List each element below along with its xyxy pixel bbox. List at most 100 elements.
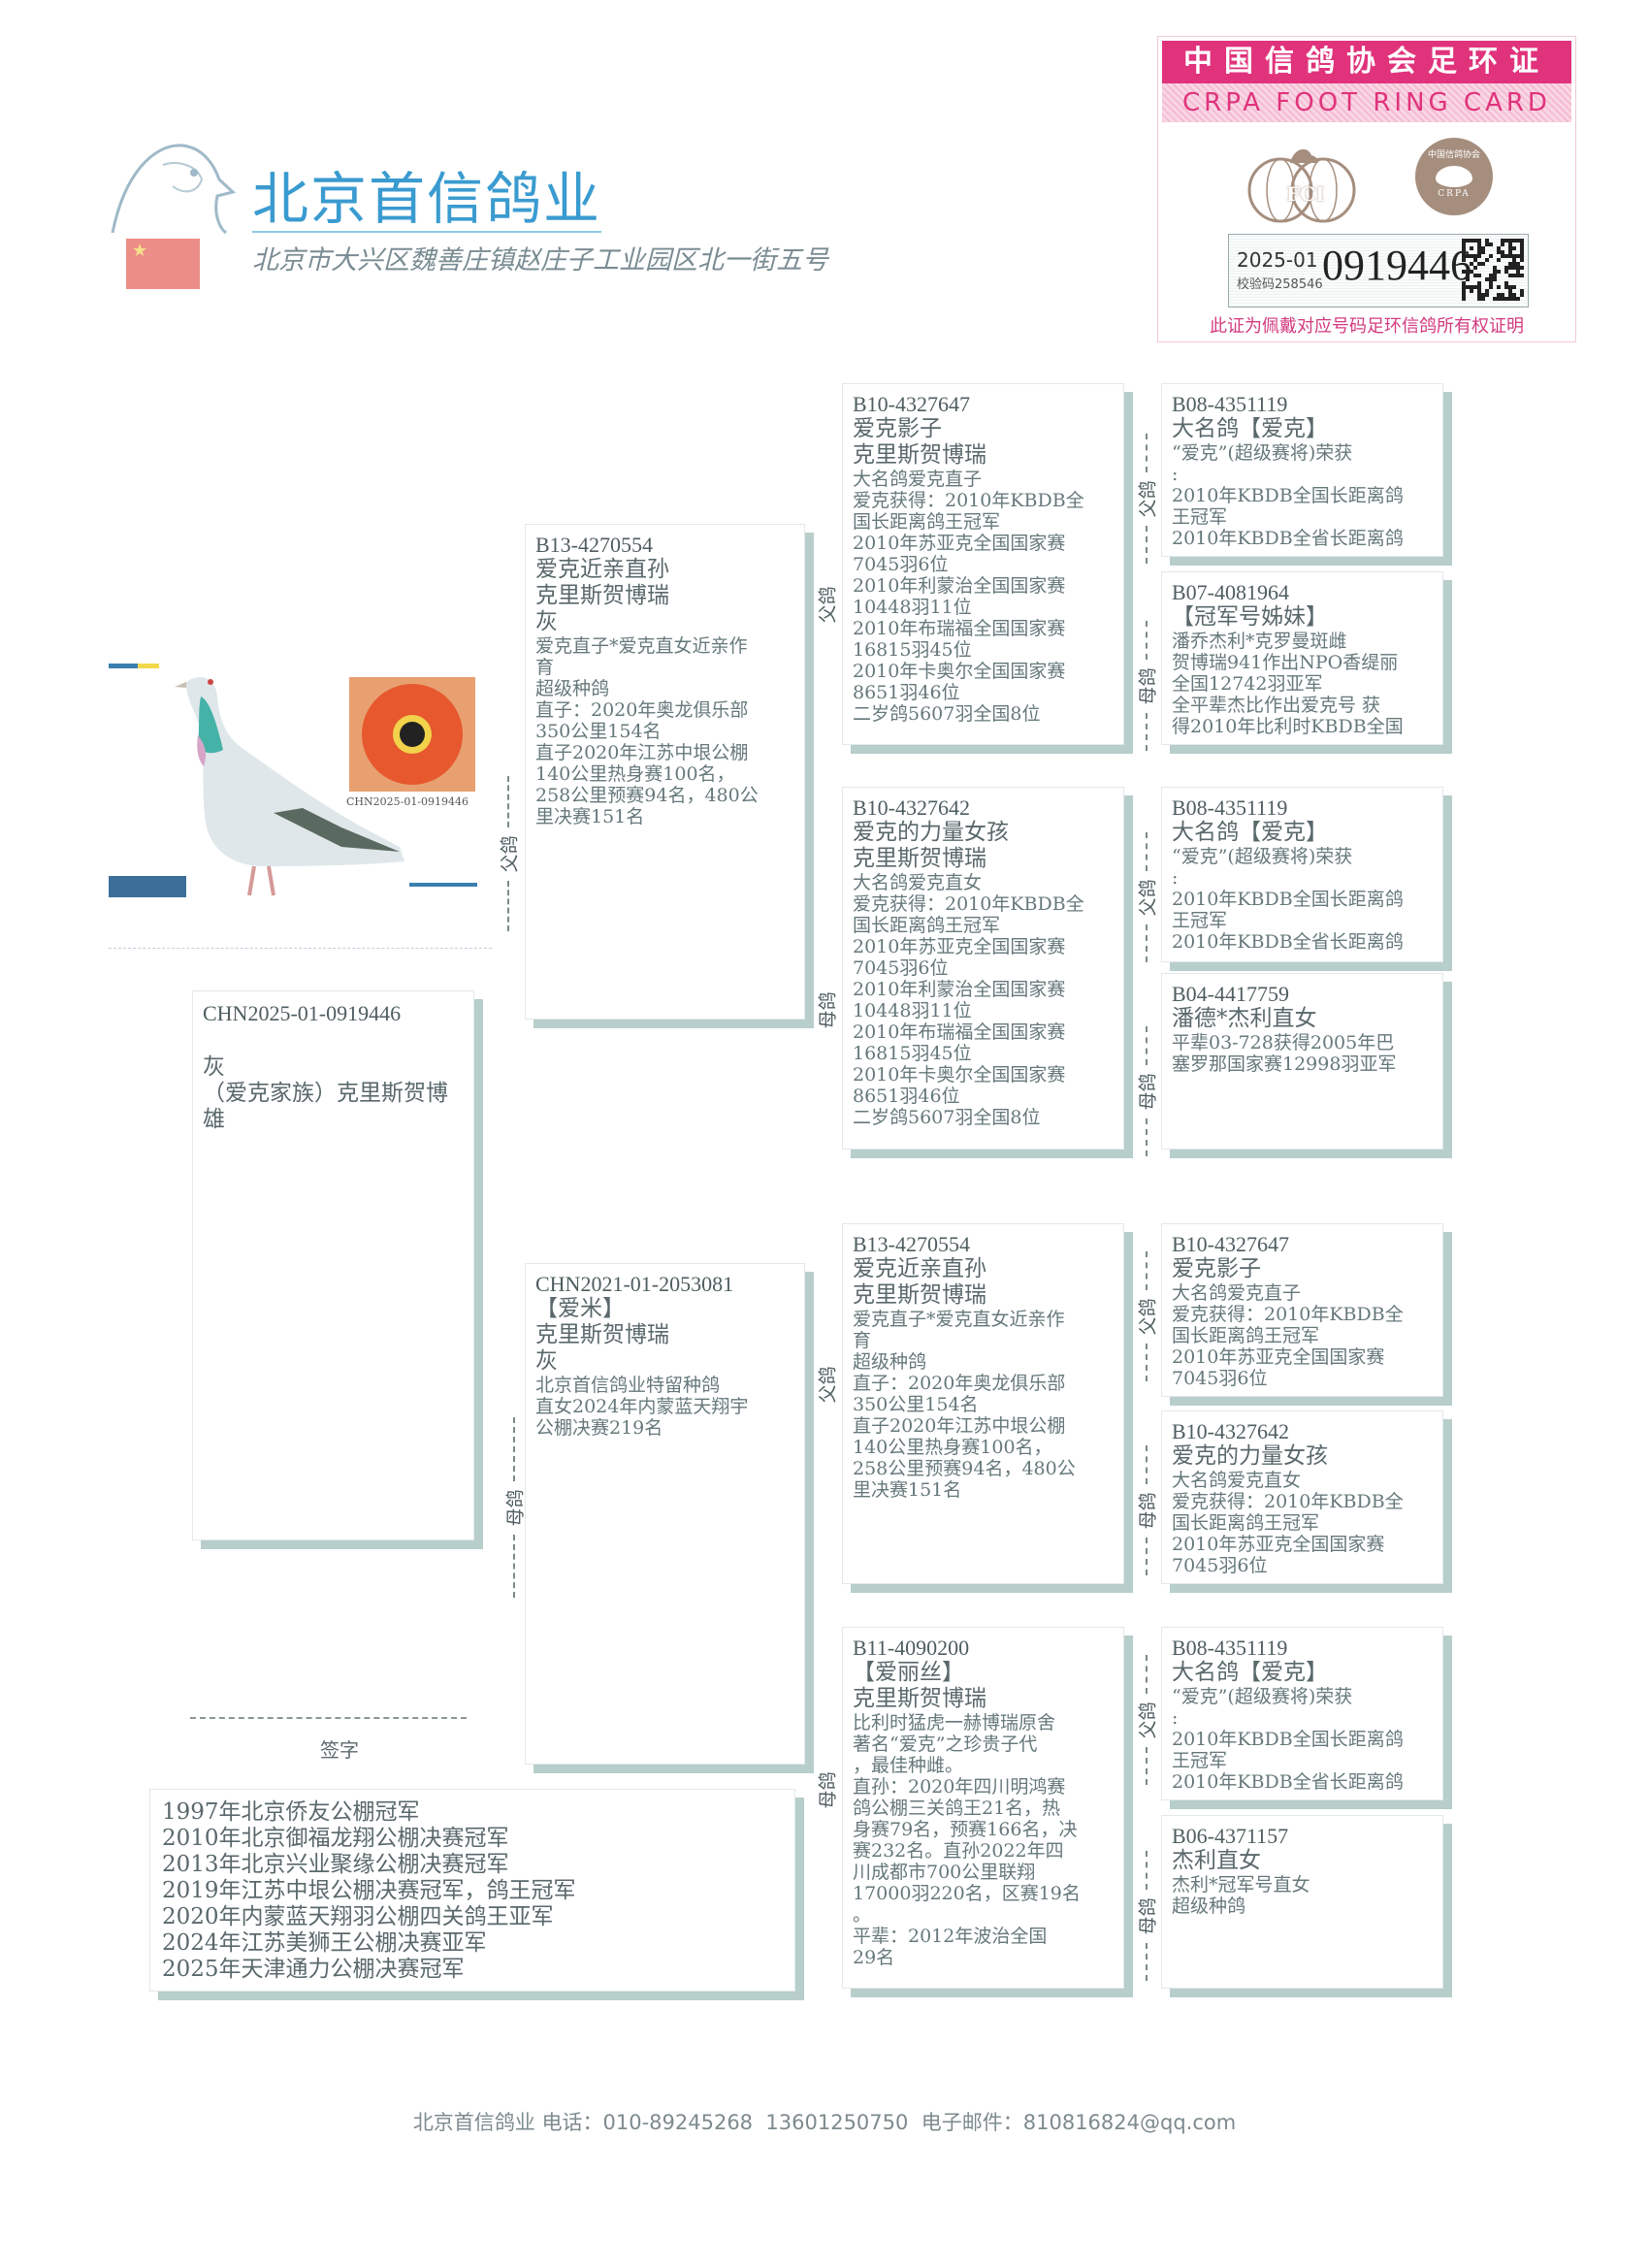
crpa-logo-sub: CRPA: [1438, 189, 1471, 199]
pigeon-detail-line: 直子2020年江苏中垠公棚: [853, 1415, 1066, 1437]
footer-email-label: 电子邮件：: [921, 2111, 1023, 2134]
fci-logo-text: FCI: [1286, 182, 1325, 206]
company-logo: [105, 136, 241, 238]
pigeon-detail-line: 爱克获得：2010年KBDB全: [853, 490, 1084, 511]
qr-code: [1462, 239, 1524, 301]
footer-contact: 北京首信鸽业 电话：010-89245268 13601250750 电子邮件：…: [0, 2107, 1649, 2136]
footer-phone: 010-89245268: [602, 2111, 754, 2134]
subject-card: CHN2025-01-0919446 灰 （爱克家族）克里斯贺博 雄: [192, 990, 474, 1540]
pigeon-detail-line: 大名鸽爱克直子: [853, 469, 983, 490]
ring-number: B07-4081964: [1172, 580, 1289, 604]
pigeon-detail-line: 爱克直子*爱克直女近亲作: [535, 635, 748, 657]
pigeon-detail-line: 2010年KBDB全省长距离鸽: [1172, 1771, 1404, 1793]
mother-connector: 母鸽: [1135, 621, 1159, 751]
pigeon-title-line: 爱克影子: [853, 416, 942, 441]
pigeon-title-line: 克里斯贺博瑞: [853, 1282, 986, 1308]
pigeon-title-line: 大名鸽【爱克】: [1172, 820, 1328, 845]
mother-label: 母鸽: [1137, 1896, 1159, 1935]
pigeon-detail-line: “爱克”(超级赛将)荣获: [1172, 1686, 1353, 1707]
pigeon-detail-line: 7045羽6位: [1172, 1368, 1268, 1389]
pigeon-detail-line: 潘乔杰利*克罗曼斑雌: [1172, 631, 1347, 652]
pigeon-detail-line: 2010年苏亚克全国国家赛: [853, 936, 1066, 957]
pigeon-title-line: 【爱米】: [535, 1296, 625, 1321]
pigeon-detail-line: 。: [853, 1904, 872, 1926]
pigeon-detail-line: 2010年KBDB全国长距离鸽: [1172, 485, 1404, 506]
pigeon-detail-line: 29名: [853, 1947, 895, 1968]
pigeon-detail-line: 2010年卡奥尔全国国家赛: [853, 1064, 1066, 1085]
pigeon-detail-line: 超级种鸽: [853, 1351, 927, 1373]
pigeon-detail-line: 超级种鸽: [535, 678, 610, 699]
mother-label: 母鸽: [817, 991, 839, 1029]
star-icon: ★: [132, 241, 148, 261]
pigeon-detail-line: 2010年KBDB全国长距离鸽: [1172, 1729, 1404, 1750]
pigeon-detail-line: 2010年苏亚克全国国家赛: [1172, 1346, 1385, 1368]
pigeon-title-line: 克里斯贺博瑞: [853, 442, 986, 468]
pigeon-detail-line: 350公里154名: [853, 1394, 979, 1415]
ring-card-note: 此证为佩戴对应号码足环信鸽所有权证明: [1210, 316, 1524, 337]
pigeon-detail-line: 王冠军: [1172, 1750, 1228, 1771]
pigeon-title-line: 灰: [535, 609, 558, 634]
ring-number: B10-4327642: [1172, 1419, 1289, 1443]
ring-number: B11-4090200: [853, 1636, 970, 1660]
ring-number: B04-4417759: [1172, 982, 1289, 1006]
achievement-item: 2020年内蒙蓝天翔羽公棚四关鸽王亚军: [162, 1904, 554, 1929]
pigeon-detail-line: 爱克直子*爱克直女近亲作: [853, 1309, 1065, 1330]
pigeon-detail-line: 贺博瑞941作出NPO香缇丽: [1172, 652, 1399, 673]
pigeon-detail-line: 大名鸽爱克直女: [853, 872, 983, 893]
subject-strain: （爱克家族）克里斯贺博: [203, 1081, 448, 1106]
pigeon-detail-line: 王冠军: [1172, 910, 1228, 931]
crpa-logo-text: 中国信鸽协会: [1427, 150, 1480, 160]
ring-number: B08-4351119: [1172, 392, 1288, 416]
father-label: 父鸽: [1137, 479, 1159, 518]
pigeon-detail-line: 10448羽11位: [853, 597, 972, 618]
father-connector: 父鸽: [1135, 832, 1159, 962]
father-connector: 父鸽: [497, 776, 521, 931]
pigeon-detail-line: 大名鸽爱克直子: [1172, 1282, 1302, 1304]
ring-number: B10-4327647: [853, 392, 970, 416]
mother-connector: 母鸽: [815, 984, 839, 1100]
crpa-logo: 中国信鸽协会 CRPA: [1415, 138, 1493, 215]
subject-sex: 雄: [203, 1107, 225, 1132]
father-label: 父鸽: [817, 1366, 839, 1404]
achievement-item: 2025年天津通力公棚决赛冠军: [162, 1957, 465, 1982]
footer-phone-label: 电话：: [541, 2111, 603, 2134]
photo-caption: CHN2025-01-0919446: [346, 795, 469, 808]
check-code: 258546: [1275, 277, 1323, 292]
pigeon-detail-line: :: [1172, 1707, 1179, 1729]
pigeon-detail-line: 350公里154名: [535, 721, 662, 742]
pigeon-detail-line: 2010年布瑞福全国国家赛: [853, 618, 1066, 639]
pigeon-detail-line: 7045羽6位: [1172, 1555, 1268, 1576]
company-address: 北京市大兴区魏善庄镇赵庄子工业园区北一街五号: [252, 245, 828, 275]
pigeon-detail-line: 直子2020年江苏中垠公棚: [535, 742, 749, 763]
mother-connector: 母鸽: [1135, 1445, 1159, 1575]
pigeon-title-line: 爱克的力量女孩: [1172, 1443, 1328, 1469]
pigeon-detail-line: 140公里热身赛100名，: [853, 1437, 1052, 1458]
pigeon-title-line: 大名鸽【爱克】: [1172, 416, 1328, 441]
ring-number: B06-4371157: [1172, 1824, 1289, 1848]
pigeon-title-line: 克里斯贺博瑞: [853, 846, 986, 871]
footer-email[interactable]: 810816824@qq.com: [1022, 2111, 1237, 2134]
pigeon-detail-line: 8651羽46位: [853, 1085, 960, 1107]
ring-number: B10-4327647: [1172, 1232, 1289, 1256]
pigeon-detail-line: 二岁鸽5607羽全国8位: [853, 1107, 1041, 1128]
pigeon-detail-line: 直孙：2020年四川明鸿赛: [853, 1776, 1066, 1798]
ring-number: B08-4351119: [1172, 1636, 1288, 1660]
dam-card: CHN2021-01-2053081【爱米】克里斯贺博瑞灰北京首信鸽业特留种鸽直…: [525, 1263, 805, 1765]
father-label: 父鸽: [817, 586, 839, 624]
pigeon-detail-line: 国长距离鸽王冠军: [853, 511, 1001, 533]
mother-label: 母鸽: [817, 1771, 839, 1809]
pigeon-detail-line: 直女2024年内蒙蓝天翔宇: [535, 1396, 749, 1417]
pigeon-detail-line: 爱克获得：2010年KBDB全: [853, 893, 1084, 915]
mother-connector: 母鸽: [502, 1417, 527, 1598]
subject-color: 灰: [203, 1054, 225, 1080]
ring-card-title: 中国信鸽协会足环证: [1162, 41, 1571, 83]
pigeon-detail-line: 北京首信鸽业特留种鸽: [535, 1375, 721, 1396]
pigeon-title-line: 灰: [535, 1348, 558, 1374]
pigeon-detail-line: 国长距离鸽王冠军: [1172, 1325, 1320, 1346]
ring-card-subtitle: CRPA FOOT RING CARD: [1162, 83, 1571, 122]
pigeon-detail-line: 平辈：2012年波治全国: [853, 1926, 1048, 1947]
